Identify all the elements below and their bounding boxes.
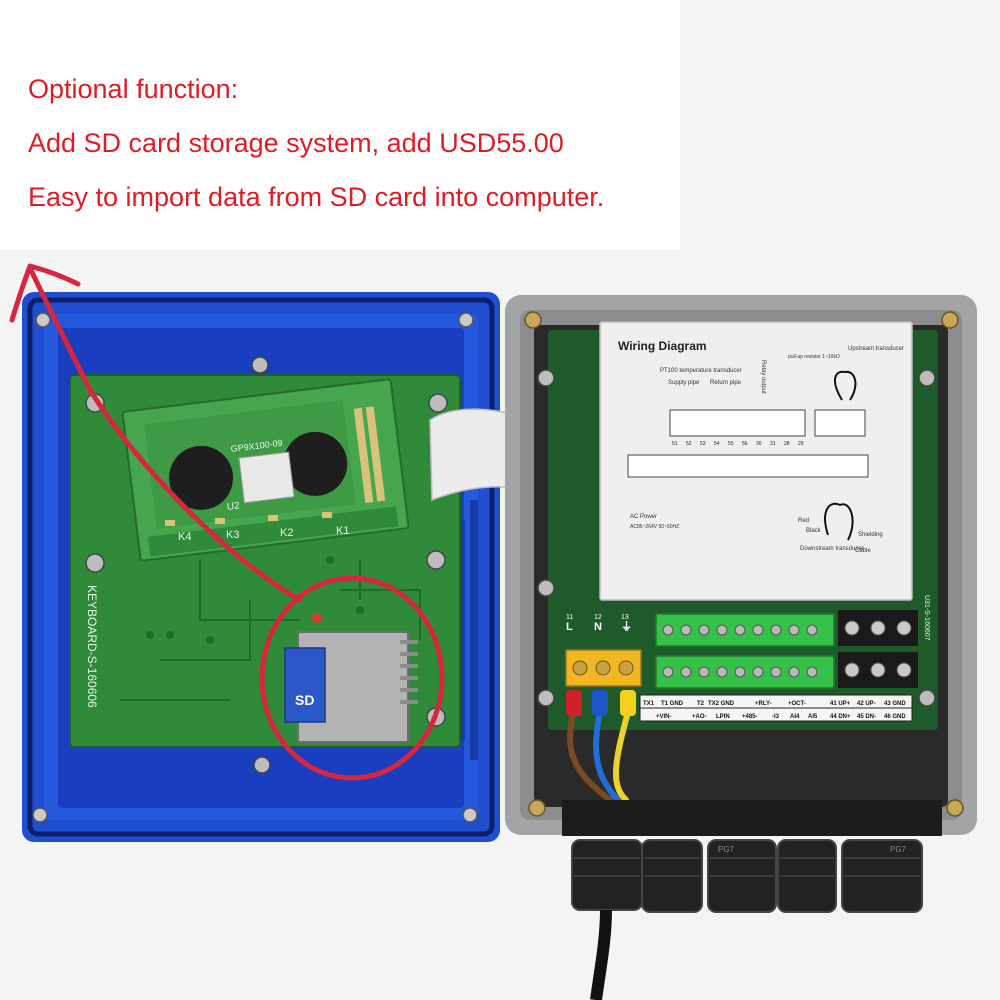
pullup-label: pull-up resistor 1~10kO bbox=[788, 354, 840, 360]
annotation-arrow bbox=[9, 263, 303, 603]
supply-pipe-label: Supply pipe bbox=[668, 380, 700, 386]
shielding-label: Shielding bbox=[858, 532, 883, 538]
term-54: 54 bbox=[714, 441, 720, 447]
strip1-tx2gnd: TX2 GND bbox=[708, 701, 735, 707]
term-29: 29 bbox=[798, 441, 804, 447]
ac-power-label: AC Power bbox=[630, 514, 657, 520]
gland-label: PG7 bbox=[718, 845, 735, 854]
term-56: 56 bbox=[742, 441, 748, 447]
power-wires bbox=[567, 709, 631, 803]
board-label: KEYBOARD-S-160606 bbox=[85, 585, 99, 708]
strip2-ao: +AO- bbox=[692, 714, 707, 720]
gland-label-2: PG7 bbox=[890, 845, 907, 854]
cable-glands bbox=[562, 800, 942, 1000]
term-13: 13 bbox=[621, 614, 629, 621]
wire-ferrules bbox=[566, 690, 636, 716]
strip1-42up: 42 UP- bbox=[857, 701, 876, 707]
wiring-diagram-sheet: Wiring Diagram PT100 temperature transdu… bbox=[599, 321, 913, 601]
key-labels: K4 K3 K2 K1 bbox=[178, 525, 349, 543]
strip2-485: +485- bbox=[742, 714, 758, 720]
strip1-tx1: TX1 bbox=[643, 701, 655, 707]
strip1-oct: +OCT- bbox=[788, 701, 806, 707]
strip2-45dn: 45 DN- bbox=[857, 714, 876, 720]
terminal-label-strip bbox=[639, 694, 913, 722]
sd-card-slot: SD bbox=[284, 613, 418, 743]
caption-line-3: Easy to import data from SD card into co… bbox=[28, 182, 605, 212]
term-51: 51 bbox=[672, 441, 678, 447]
strip2-vin: +VIN- bbox=[656, 714, 672, 720]
return-pipe-label: Return pipe bbox=[710, 380, 742, 386]
term-55: 55 bbox=[728, 441, 734, 447]
term-31: 31 bbox=[770, 441, 776, 447]
relay-label: Relay output bbox=[760, 360, 766, 394]
caption-line-2: Add SD card storage system, add USD55.00 bbox=[28, 128, 564, 158]
svg-text:SD: SD bbox=[295, 692, 314, 708]
caption-line-1: Optional function: bbox=[28, 74, 239, 104]
strip2-46gnd: 46 GND bbox=[884, 714, 906, 720]
cable-label: Cable bbox=[855, 548, 871, 554]
term-53: 53 bbox=[700, 441, 706, 447]
strip1-t1gnd: T1 GND bbox=[661, 701, 684, 707]
diagram-title: Wiring Diagram bbox=[618, 339, 707, 353]
strip1-rly: +RLY- bbox=[755, 701, 772, 707]
sensor-top-label: PT100 temperature transducer bbox=[660, 368, 742, 374]
strip2-lpin: LPIN bbox=[716, 714, 730, 720]
term-52: 52 bbox=[686, 441, 692, 447]
upstream-label: Upstream transducer bbox=[848, 346, 904, 352]
wire-black-label: Black bbox=[806, 528, 822, 534]
key-label-k4: K4 bbox=[178, 531, 191, 543]
term-11: 11 bbox=[566, 614, 573, 621]
power-label-l: L bbox=[566, 621, 573, 633]
term-30: 30 bbox=[756, 441, 762, 447]
key-label-k3: K3 bbox=[226, 529, 239, 541]
power-label-n: N bbox=[594, 621, 602, 633]
strip2-ai5: AI5 bbox=[808, 714, 818, 720]
transducer-terminal-blocks bbox=[838, 610, 918, 688]
key-label-k1: K1 bbox=[336, 525, 349, 537]
chip-label: U2 bbox=[226, 500, 240, 513]
power-terminal-block bbox=[565, 649, 642, 687]
side-board-label: U31-S-160607 bbox=[923, 595, 930, 641]
caption-block: Optional function: Add SD card storage s… bbox=[28, 62, 708, 224]
term-28: 28 bbox=[784, 441, 790, 447]
wire-red-label: Red bbox=[798, 518, 809, 524]
downstream-label: Downstream transducer bbox=[800, 546, 864, 552]
strip1-43gnd: 43 GND bbox=[884, 701, 906, 707]
lcd-module bbox=[121, 378, 410, 562]
ac-range-label: AC85~264V 50~60HZ bbox=[630, 524, 679, 530]
signal-terminal-blocks bbox=[655, 613, 835, 689]
term-12: 12 bbox=[594, 614, 602, 621]
annotation-circle bbox=[259, 575, 445, 781]
strip2-i3: -I3 bbox=[772, 714, 780, 720]
power-label-earth: ⏚ bbox=[621, 620, 632, 633]
strip1-t2: T2 bbox=[697, 701, 705, 707]
strip2-ai4: AI4 bbox=[790, 714, 800, 720]
strip1-41up: 41 UP+ bbox=[830, 701, 851, 707]
key-label-k2: K2 bbox=[280, 527, 293, 539]
strip2-44dn: 44 DN+ bbox=[830, 714, 851, 720]
